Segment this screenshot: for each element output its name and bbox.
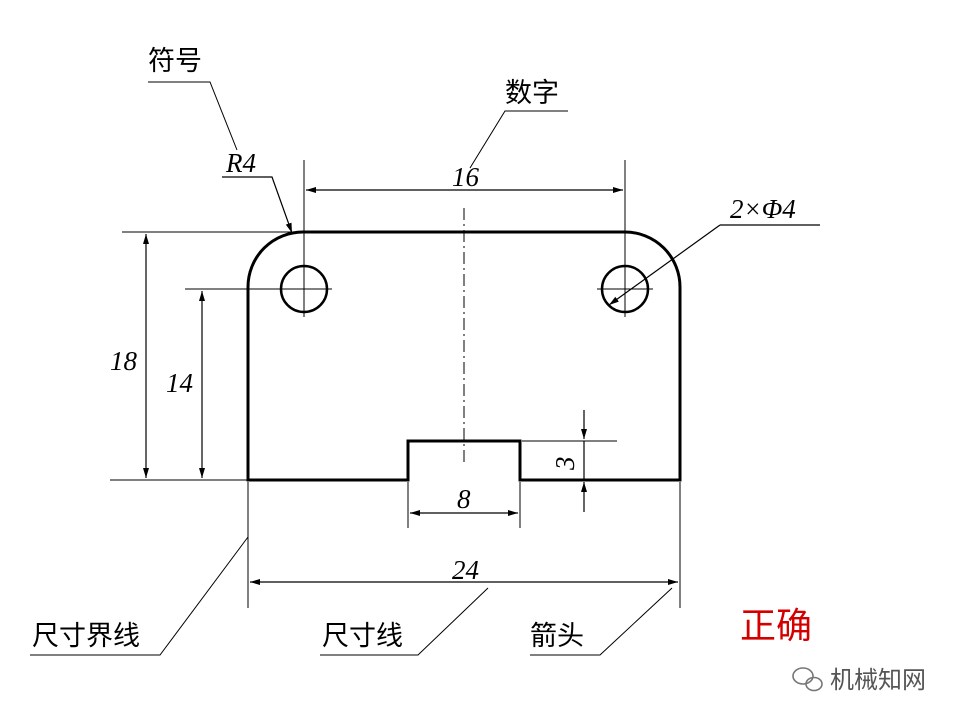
dim-24-label: 24 (452, 555, 479, 585)
label-dimension-line: 尺寸线 (322, 621, 403, 652)
center-lines (276, 208, 653, 465)
dim-8-label: 8 (457, 484, 471, 514)
r4-leader (222, 176, 293, 234)
dim-3-label: 3 (550, 457, 580, 472)
dim-18-label: 18 (110, 346, 138, 376)
extension-lines (110, 160, 681, 608)
label-correct: 正确 (740, 606, 812, 647)
annotation-leaders (30, 81, 673, 656)
label-symbol: 符号 (148, 46, 202, 77)
wechat-icon (792, 667, 823, 692)
label-arrow: 箭头 (530, 621, 584, 652)
label-extension-line: 尺寸界线 (32, 621, 140, 652)
dim-14-label: 14 (166, 368, 193, 398)
dimension-lines (143, 176, 820, 585)
dim-16-label: 16 (452, 162, 480, 192)
watermark-text: 机械知网 (830, 666, 926, 694)
diam-leader (608, 224, 721, 306)
dim-holes-label: 2×Φ4 (730, 194, 796, 224)
dim-r4-label: R4 (225, 148, 256, 178)
label-number: 数字 (505, 78, 559, 109)
part-outline (246, 230, 682, 482)
